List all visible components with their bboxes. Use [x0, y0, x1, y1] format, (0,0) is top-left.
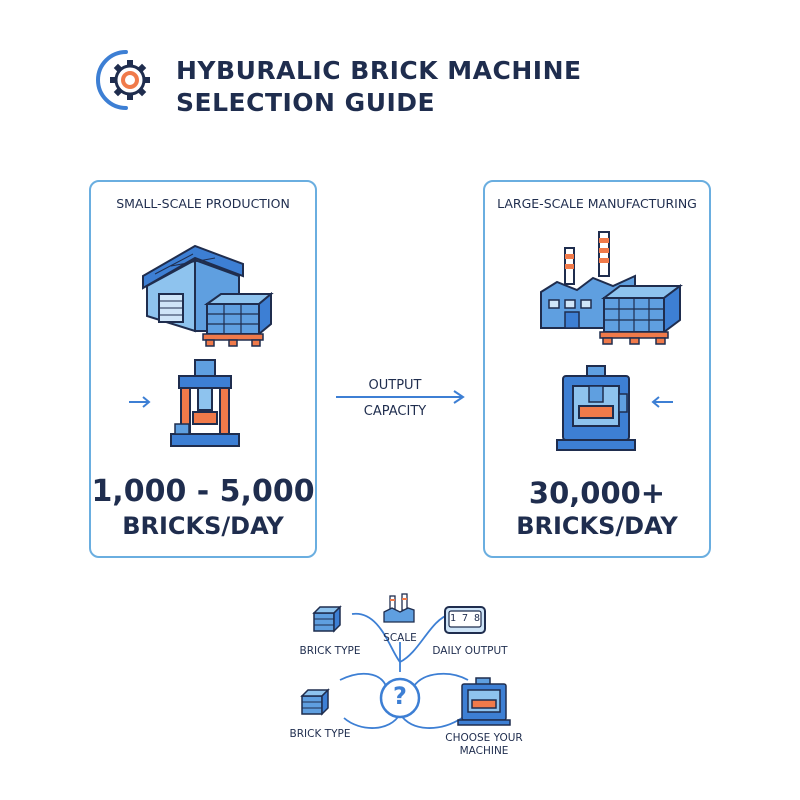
brick-icon: [300, 688, 330, 716]
title-line-1: HYBURALIC BRICK MACHINE: [176, 56, 582, 85]
factory-icon: [383, 593, 415, 623]
brick-type-label-top: BRICK TYPE: [299, 645, 361, 657]
small-scale-label: SMALL-SCALE PRODUCTION: [116, 196, 290, 211]
daily-output-display: 1 7 8: [449, 613, 481, 624]
arrow-right-icon: [129, 396, 151, 408]
small-capacity-unit: BRICKS/DAY: [122, 512, 284, 540]
brick-pallet-icon: [202, 291, 274, 347]
brick-type-label-bottom: BRICK TYPE: [289, 728, 351, 740]
choose-machine-label-2: MACHINE: [459, 745, 509, 757]
brick-icon: [312, 605, 342, 633]
counter-display-icon: [444, 606, 486, 634]
choose-machine-label-1: CHOOSE YOUR: [445, 732, 523, 744]
small-scale-panel: [89, 180, 317, 558]
capacity-label: CAPACITY: [363, 404, 427, 419]
brick-pallet-icon: [599, 284, 683, 345]
scale-label: SCALE: [383, 632, 417, 644]
output-label: OUTPUT: [368, 378, 422, 393]
large-capacity-value: 30,000+: [528, 476, 666, 510]
daily-output-label: DAILY OUTPUT: [432, 645, 508, 657]
output-arrow: [336, 390, 465, 404]
arrow-left-icon: [651, 396, 673, 408]
large-scale-label: LARGE-SCALE MANUFACTURING: [497, 196, 697, 211]
press-machine-icon: [457, 677, 511, 726]
small-press-machine-icon: [170, 359, 240, 447]
large-capacity-unit: BRICKS/DAY: [516, 512, 678, 540]
small-capacity-value: 1,000 - 5,000: [91, 474, 315, 509]
question-mark: ?: [393, 682, 407, 710]
title-line-2: SELECTION GUIDE: [176, 88, 436, 117]
question-circle-icon: [379, 677, 421, 719]
large-press-machine-icon: [556, 365, 636, 451]
gear-icon: [96, 50, 150, 110]
